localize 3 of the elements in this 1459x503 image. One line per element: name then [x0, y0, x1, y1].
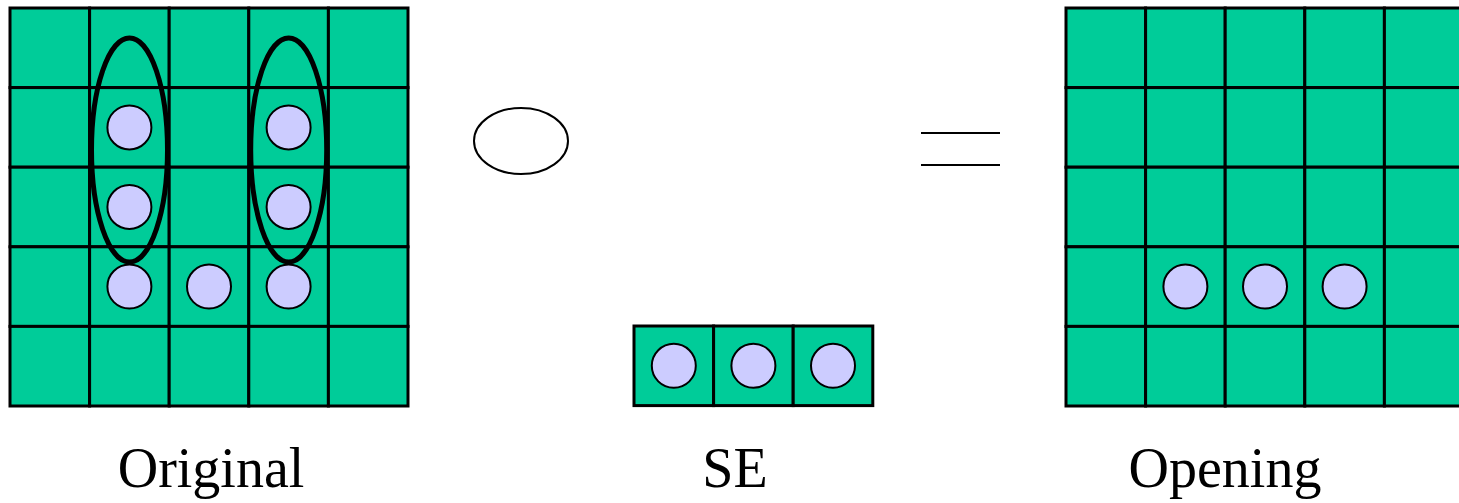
- caption-label: Original: [117, 436, 305, 500]
- caption-label: Opening: [1128, 436, 1322, 500]
- caption-label: SE: [702, 436, 768, 500]
